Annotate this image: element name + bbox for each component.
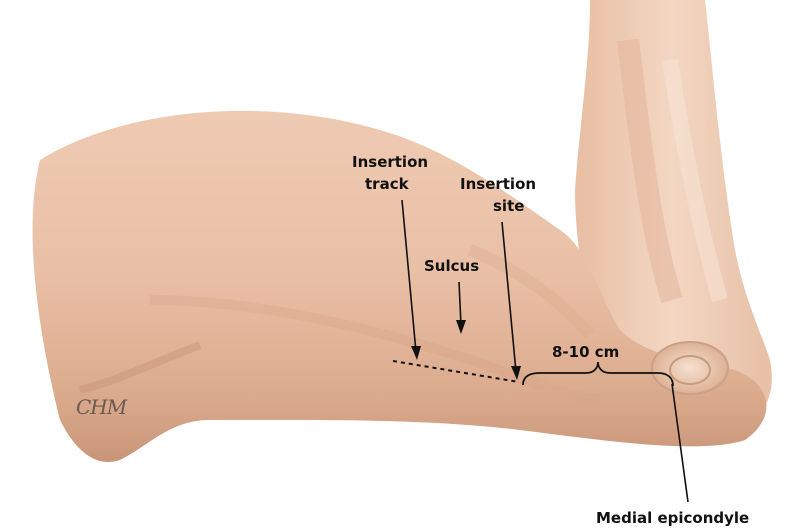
label-medial-epicondyle: Medial epicondyle [596, 509, 749, 527]
elbow-bulge [652, 342, 728, 394]
label-distance: 8-10 cm [552, 343, 619, 361]
label-insertion-site-1: Insertion [460, 175, 536, 193]
label-insertion-track-2: track [365, 175, 410, 193]
label-insertion-track-1: Insertion [352, 153, 428, 171]
label-insertion-site-2: site [493, 197, 524, 215]
artist-signature: CHM [76, 395, 128, 419]
label-sulcus: Sulcus [424, 257, 479, 275]
